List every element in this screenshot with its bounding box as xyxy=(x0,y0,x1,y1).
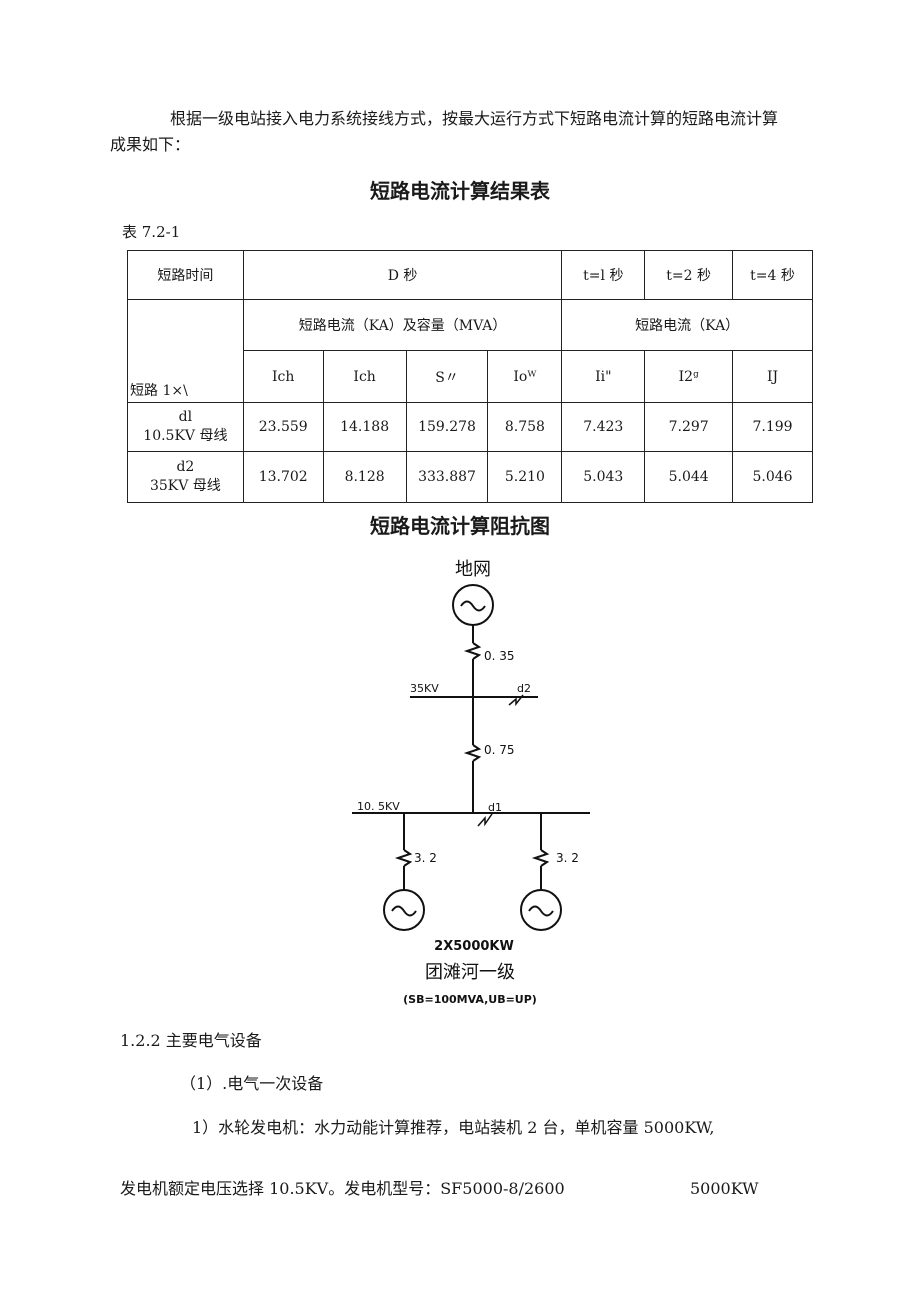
item-1: 1）水轮发电机：水力动能计算推荐，电站装机 2 台，单机容量 5000KW, xyxy=(192,1118,715,1137)
ac-wave-icon xyxy=(391,905,417,917)
intro-line-2: 成果如下： xyxy=(110,135,191,154)
impedance-zigzag xyxy=(531,849,550,867)
ac-wave-icon xyxy=(528,905,554,917)
col-header: S〃 xyxy=(405,350,489,403)
fault-mark-d2 xyxy=(508,694,524,707)
impedance-zigzag xyxy=(463,744,482,762)
impedance-label: 3. 2 xyxy=(556,851,579,865)
intro-line-1: 根据一级电站接入电力系统接线方式，按最大运行方式下短路电流计算的短路电流计算 xyxy=(170,109,779,128)
subsection-heading: （1）.电气一次设备 xyxy=(180,1074,324,1093)
results-table: 短路时间 D 秒 t=l 秒 t=2 秒 t=4 秒 短路 1×\ 短路电流（K… xyxy=(127,250,813,503)
station-name: 团滩河一级 xyxy=(425,962,515,983)
col-header: Ii" xyxy=(561,350,646,403)
table-cell: 14.188 xyxy=(322,402,407,452)
fault-d2-label: d2 xyxy=(517,682,531,695)
table-cell: 5.043 xyxy=(561,451,646,503)
header-time: 短路时间 xyxy=(127,250,244,300)
group-header-2: 短路电流（KA） xyxy=(561,299,813,351)
table-cell: 8.128 xyxy=(322,451,407,503)
table-cell: 5.046 xyxy=(732,451,813,503)
header-t1: t=l 秒 xyxy=(561,250,646,300)
col-header: Ioᵂ xyxy=(487,350,563,403)
impedance-label: 0. 75 xyxy=(484,743,515,757)
table-title: 短路电流计算结果表 xyxy=(370,179,550,203)
table-cell: 7.199 xyxy=(732,402,813,452)
ac-wave-icon xyxy=(460,600,486,612)
table-cell: 7.297 xyxy=(644,402,734,452)
table-cell: 159.278 xyxy=(405,402,489,452)
generator-icon xyxy=(520,889,562,931)
col-header: IJ xyxy=(732,350,813,403)
table-cell: 333.887 xyxy=(405,451,489,503)
col-header: Ich xyxy=(242,350,324,403)
generator-caption: 2X5000KW xyxy=(434,939,514,954)
table-cell: 5.044 xyxy=(644,451,734,503)
diagram-title: 短路电流计算阻抗图 xyxy=(370,514,550,538)
impedance-label: 3. 2 xyxy=(414,851,437,865)
impedance-zigzag xyxy=(394,849,413,867)
corner-cell: 短路 1×\ xyxy=(127,299,244,403)
fault-d1-label: d1 xyxy=(488,801,502,814)
generator-icon xyxy=(383,889,425,931)
base-values: (SB=100MVA,UB=UP) xyxy=(403,993,537,1006)
impedance-label: 0. 35 xyxy=(484,649,515,663)
fault-mark-d1 xyxy=(477,813,493,827)
impedance-zigzag xyxy=(463,642,482,660)
table-cell: 23.559 xyxy=(242,402,324,452)
col-header: Ich xyxy=(322,350,407,403)
grid-label: 地网 xyxy=(455,559,491,580)
header-t4: t=4 秒 xyxy=(732,250,813,300)
bus-35kv-label: 35KV xyxy=(410,682,439,695)
corner-label: 短路 1×\ xyxy=(130,383,188,399)
section-heading: 1.2.2 主要电气设备 xyxy=(120,1031,262,1050)
last-line-left: 发电机额定电压选择 10.5KV。发电机型号：SF5000-8∕2600 xyxy=(120,1179,565,1198)
col-header: I2ᵍ xyxy=(644,350,734,403)
last-line-right: 5000KW xyxy=(690,1179,759,1198)
bus-10kv-label: 10. 5KV xyxy=(357,800,400,813)
table-number: 表 7.2-1 xyxy=(122,223,181,241)
table-cell: 5.210 xyxy=(487,451,563,503)
header-t2: t=2 秒 xyxy=(644,250,734,300)
